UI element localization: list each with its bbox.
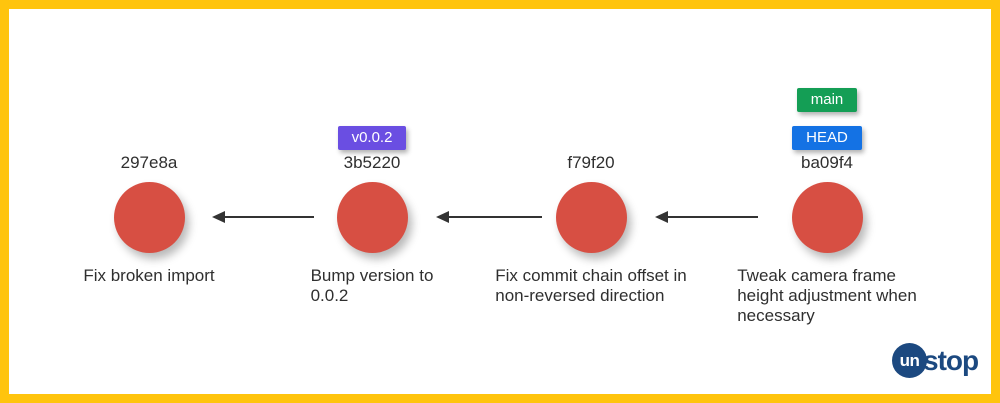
commit-message: Bump version to 0.0.2 [310,266,434,305]
arrowhead-icon [436,211,449,223]
commit-column-3b5220: v0.0.2 3b5220 Bump version to 0.0.2 [252,85,492,306]
branch-tag-main: main [796,88,858,112]
commit-node [113,182,185,253]
arrow-left-icon [436,210,542,224]
unstop-logo: un stop [892,343,979,378]
tag-stack: v0.0.2 [337,85,407,150]
arrowhead-icon [655,211,668,223]
version-tag: v0.0.2 [337,126,407,150]
commit-node [336,182,408,253]
commit-hash: f79f20 [567,153,615,172]
arrowhead-icon [212,211,225,223]
unstop-logo-circle: un [892,343,927,378]
commit-message: Fix commit chain offset in non-reversed … [495,266,687,305]
arrow-line [449,216,542,218]
commit-column-f79f20: f79f20 Fix commit chain offset in non-re… [471,85,711,306]
arrow-left-icon [655,210,758,224]
commit-message: Tweak camera frame height adjustment whe… [737,266,917,325]
arrow-left-icon [212,210,314,224]
commit-hash: 3b5220 [343,153,401,172]
commit-node [555,182,627,253]
commit-node [791,182,863,253]
arrow-line [225,216,314,218]
arrow-line [668,216,758,218]
unstop-logo-text: stop [923,344,979,376]
commit-hash: ba09f4 [801,153,853,172]
commit-message: Fix broken import [83,266,215,285]
commit-hash: 297e8a [120,153,178,172]
head-tag: HEAD [792,126,862,150]
commit-column-297e8a: 297e8a Fix broken import [29,85,269,286]
tag-stack: main HEAD [792,85,862,150]
commit-column-ba09f4: main HEAD ba09f4 Tweak camera frame heig… [707,85,947,326]
